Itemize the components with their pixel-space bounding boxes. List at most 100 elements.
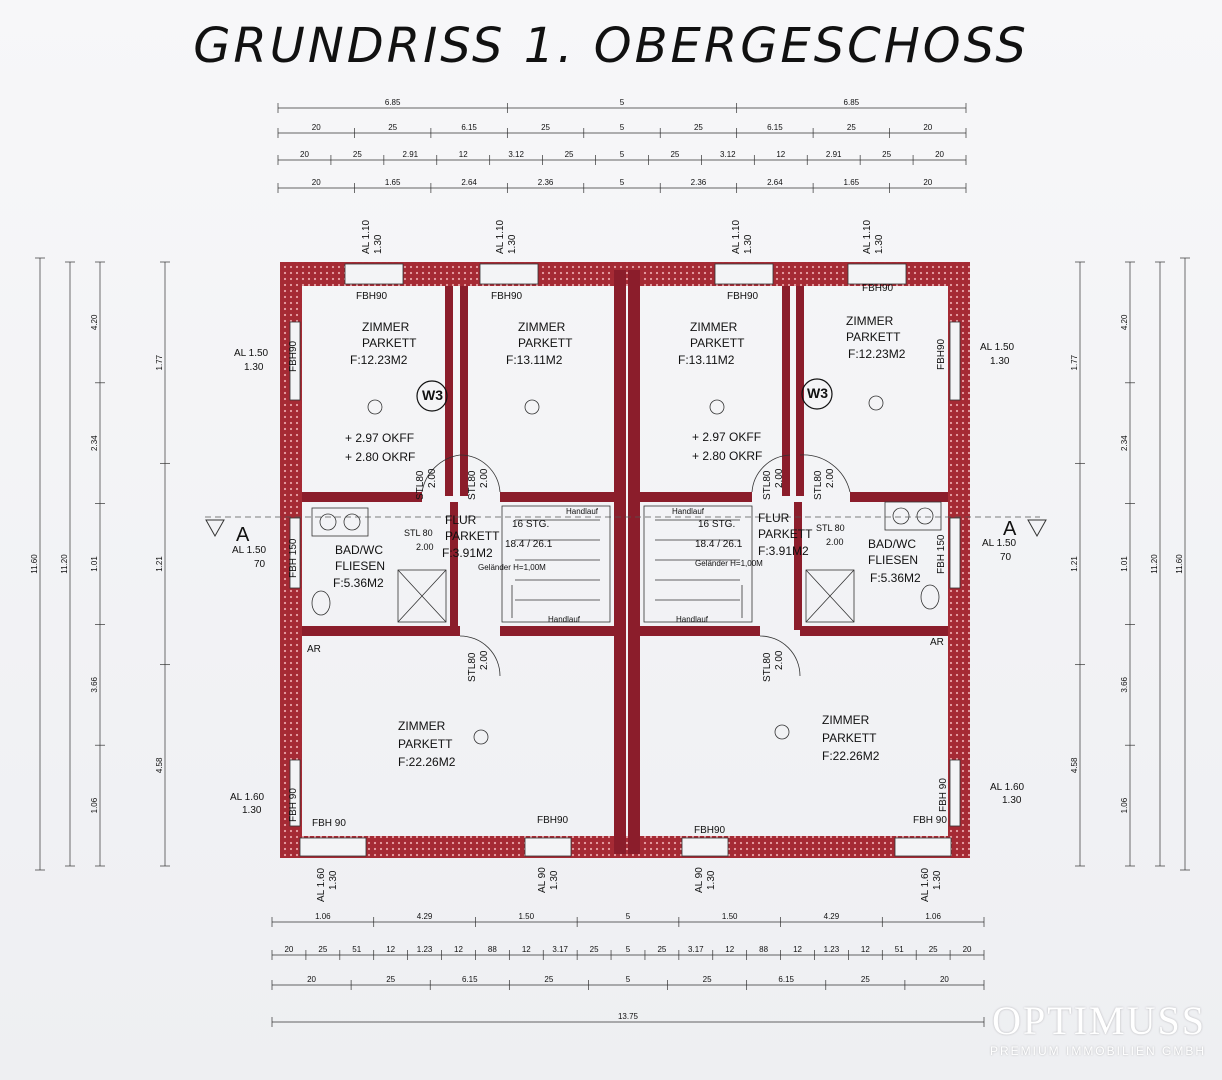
dimension-value: 4.29: [824, 912, 840, 921]
dimension-value: 12: [776, 150, 785, 159]
room-name: ZIMMER: [846, 314, 894, 328]
interior-walls: [302, 270, 948, 854]
ar-label: AR: [307, 644, 321, 655]
stl-height: 2.00: [479, 650, 490, 670]
room-floor: PARKETT: [518, 336, 573, 350]
okff-label: + 2.97 OKFF: [345, 431, 414, 445]
room-area: F:3.91M2: [442, 546, 493, 560]
dimension-value: 25: [929, 945, 938, 954]
dimension-value: 1.50: [518, 912, 534, 921]
dimension-value: 12: [459, 150, 468, 159]
room-name: ZIMMER: [822, 713, 870, 727]
window-al-label: AL 1.10: [495, 219, 506, 254]
section-label-right: A: [1003, 518, 1017, 540]
room-name: BAD/WC: [868, 537, 916, 551]
stair-count: 16 STG.: [698, 519, 735, 530]
fbh-label: FBH90: [537, 815, 569, 826]
dimension-value: 6.15: [767, 123, 783, 132]
dimension-value: 25: [544, 975, 553, 984]
stl-height: 2.00: [825, 468, 836, 488]
section-label-left: A: [236, 524, 250, 546]
dimension-value: 3.12: [508, 150, 524, 159]
dimension-value: 20: [300, 150, 309, 159]
dimension-value: 88: [759, 945, 768, 954]
dimension-value: 25: [318, 945, 327, 954]
fbh-label: FBH 90: [938, 778, 949, 812]
dimension-value: 11.60: [30, 554, 39, 574]
plan-title: GRUNDRISS 1. OBERGESCHOSS: [193, 18, 1029, 74]
window-al-label: AL 1.50: [232, 545, 267, 556]
dimension-value: 1.65: [385, 178, 401, 187]
dimension-value: 5: [626, 912, 631, 921]
dimension-value: 6.15: [461, 123, 477, 132]
railing-label: Geländer H=1,00M: [695, 559, 763, 568]
window-al-label: AL 1.60: [230, 792, 265, 803]
w3-badge-right: [801, 378, 833, 410]
room-name: BAD/WC: [335, 543, 383, 557]
window-al-label: AL 1.60: [990, 782, 1025, 793]
dimension-value: 1.21: [1070, 556, 1079, 572]
stl-label: STL80: [762, 470, 773, 500]
w3-badge-left: [416, 380, 448, 412]
logo-name: OPTIMUSS: [992, 998, 1206, 1043]
dimension-value: 25: [882, 150, 891, 159]
fbh-label: FBH 90: [913, 815, 947, 826]
dimension-value: 5: [626, 975, 631, 984]
dimension-value: 13.75: [618, 1012, 639, 1021]
room-area: F:3.91M2: [758, 544, 809, 558]
window-al-label: AL 1.60: [316, 867, 327, 902]
bath-fixtures: [311, 501, 942, 623]
window-height-label: 1.30: [328, 870, 339, 890]
room-floor: PARKETT: [846, 330, 901, 344]
dimension-value: 25: [353, 150, 362, 159]
fbh-label: FBH90: [862, 283, 894, 294]
room-area: F:22.26M2: [398, 755, 456, 769]
dimension-value: 1.23: [417, 945, 433, 954]
stl-height: 2.00: [774, 468, 785, 488]
dimension-value: 6.15: [462, 975, 478, 984]
fbh-label: FBH90: [936, 338, 947, 370]
dimension-value: 1.50: [722, 912, 738, 921]
room-floor: PARKETT: [445, 529, 500, 543]
railing-label: Geländer H=1,00M: [478, 563, 546, 572]
room-floor: PARKETT: [758, 527, 813, 541]
room-floor: PARKETT: [398, 737, 453, 751]
dimension-value: 12: [454, 945, 463, 954]
room-name: ZIMMER: [518, 320, 566, 334]
dimension-value: 12: [386, 945, 395, 954]
dimension-value: 20: [312, 178, 321, 187]
dimension-value: 20: [935, 150, 944, 159]
fbh-label: FBH 150: [288, 538, 299, 578]
window-height-label: 1.30: [242, 805, 262, 816]
dimension-value: 11.60: [1175, 554, 1184, 574]
fbh-label: FBH90: [288, 340, 299, 372]
handrail-label: Handlauf: [672, 507, 705, 516]
window-height-label: 1.30: [1002, 795, 1022, 806]
dimension-value: 2.36: [538, 178, 554, 187]
dimension-value: 12: [861, 945, 870, 954]
dimension-value: 20: [284, 945, 293, 954]
dimension-value: 51: [352, 945, 361, 954]
room-floor: FLIESEN: [868, 553, 918, 567]
logo-subtitle: PREMIUM IMMOBILIEN GMBH: [989, 1044, 1206, 1058]
fbh-label: FBH 90: [288, 788, 299, 822]
fbh-label: FBH 90: [312, 818, 346, 829]
dimension-value: 11.20: [60, 554, 69, 574]
dimension-value: 25: [388, 123, 397, 132]
room-floor: FLIESEN: [335, 559, 385, 573]
dimension-value: 20: [923, 178, 932, 187]
window-height-label: 1.30: [743, 234, 754, 254]
window-height-label: 1.30: [874, 234, 885, 254]
dimension-value: 25: [590, 945, 599, 954]
dimension-value: 1.06: [1120, 797, 1129, 813]
dimension-value: 20: [940, 975, 949, 984]
window-height-label: 1.30: [244, 362, 264, 373]
okrf-label: + 2.80 OKRF: [692, 449, 762, 463]
dimension-value: 2.64: [461, 178, 477, 187]
dimension-value: 1.21: [155, 556, 164, 572]
room-area: F:12.23M2: [848, 347, 906, 361]
room-name: ZIMMER: [398, 719, 446, 733]
